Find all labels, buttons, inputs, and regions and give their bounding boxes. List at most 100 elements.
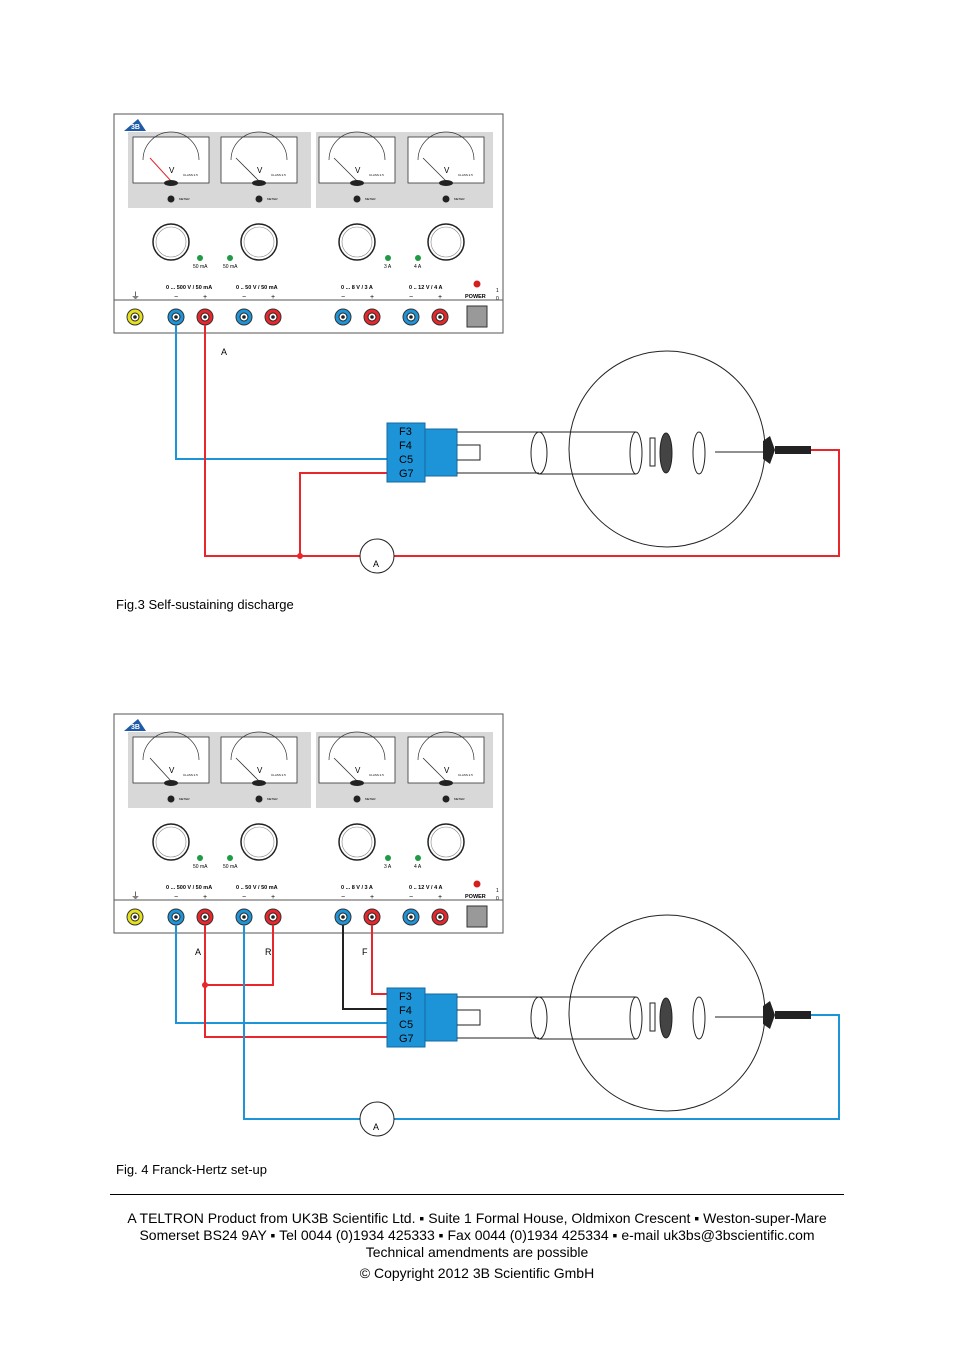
socket-ch3-plus[interactable]	[363, 908, 381, 926]
fig4-caption: Fig. 4 Franck-Hertz set-up	[116, 1162, 267, 1177]
svg-text:METER: METER	[454, 797, 465, 801]
socket-ch2-plus[interactable]	[264, 308, 282, 326]
socket-ch2-plus[interactable]	[264, 908, 282, 926]
fig4-diagram: 3B V CLASS 2.5 METER V CLASS 2.5 METER	[113, 713, 840, 1137]
socket-ch4-plus[interactable]	[431, 308, 449, 326]
power-switch[interactable]	[466, 305, 488, 328]
svg-text:3 A: 3 A	[384, 864, 392, 870]
franck-hertz-tube: F3 F4 C5 G7	[386, 350, 811, 548]
ground-socket[interactable]	[126, 908, 144, 926]
wire-blue-1	[175, 925, 387, 1024]
voltmeter-2: V CLASS 2.5 METER	[220, 731, 298, 803]
wire-red-1	[204, 325, 360, 557]
channel-label-1: 0 ... 500 V / 50 mA	[166, 885, 212, 891]
wire-red-2	[205, 925, 274, 986]
socket-ch4-minus[interactable]	[402, 308, 420, 326]
knob-3[interactable]	[338, 823, 376, 861]
ground-socket[interactable]	[126, 308, 144, 326]
socket-ch1-plus[interactable]	[196, 908, 214, 926]
svg-text:F3: F3	[399, 991, 412, 1003]
svg-text:C5: C5	[399, 454, 413, 466]
socket-ch4-minus[interactable]	[402, 908, 420, 926]
svg-text:F4: F4	[399, 1005, 412, 1017]
svg-text:V: V	[257, 166, 263, 175]
knob-3[interactable]	[338, 223, 376, 261]
socket-ch3-minus[interactable]	[334, 908, 352, 926]
svg-text:CLASS 2.5: CLASS 2.5	[271, 773, 286, 777]
svg-text:METER: METER	[179, 197, 190, 201]
socket-ch3-plus[interactable]	[363, 308, 381, 326]
knob-1[interactable]	[152, 223, 190, 261]
svg-text:METER: METER	[267, 797, 278, 801]
power-supply: 3B V CLASS 2.5 METER V CLASS 2.5 METER	[113, 113, 504, 334]
svg-text:METER: METER	[454, 197, 465, 201]
knob-4[interactable]	[427, 823, 465, 861]
svg-text:METER: METER	[365, 197, 376, 201]
svg-text:V: V	[355, 766, 361, 775]
power-led	[473, 280, 481, 288]
socket-ch3-minus[interactable]	[334, 308, 352, 326]
svg-text:G7: G7	[399, 468, 414, 480]
svg-text:+: +	[271, 294, 275, 301]
voltmeter-3: V CLASS 2.5 METER	[318, 731, 396, 803]
wire-red-3	[394, 449, 840, 557]
power-switch[interactable]	[466, 905, 488, 928]
ground-symbol: ⏚	[131, 291, 140, 301]
fig3-diagram: 3B V CLASS 2.5 METER V CLASS 2.5 METER	[113, 113, 840, 574]
svg-text:G7: G7	[399, 1033, 414, 1045]
knob-1[interactable]	[152, 823, 190, 861]
power-label: POWER	[465, 294, 486, 300]
channel-label-4: 0 .. 12 V / 4 A	[409, 885, 442, 891]
junction-node	[297, 553, 303, 559]
svg-text:50 mA: 50 mA	[223, 864, 238, 870]
svg-text:CLASS 2.5: CLASS 2.5	[183, 773, 198, 777]
channel-label-1: 0 ... 500 V / 50 mA	[166, 285, 212, 291]
junction-node	[202, 982, 208, 988]
socket-ch2-minus[interactable]	[235, 308, 253, 326]
socket-ch4-plus[interactable]	[431, 908, 449, 926]
led-2: 50 mA	[223, 255, 238, 270]
svg-text:0: 0	[496, 896, 499, 902]
svg-text:3 A: 3 A	[384, 264, 392, 270]
socket-ch1-minus[interactable]	[167, 308, 185, 326]
svg-text:A: A	[373, 559, 379, 569]
svg-text:V: V	[169, 166, 175, 175]
channel-label-3: 0 ... 8 V / 3 A	[341, 885, 373, 891]
knob-2[interactable]	[240, 223, 278, 261]
wire-blue-2	[243, 925, 360, 1120]
wire-blue-3	[394, 1014, 840, 1120]
led-1: 50 mA	[193, 255, 208, 270]
channel-label-2: 0 .. 50 V / 50 mA	[236, 285, 278, 291]
svg-text:4 A: 4 A	[414, 264, 422, 270]
svg-text:−: −	[341, 894, 345, 901]
svg-text:F4: F4	[399, 440, 412, 452]
socket-ch1-plus[interactable]	[196, 308, 214, 326]
socket-ch1-minus[interactable]	[167, 908, 185, 926]
led-3: 3 A	[384, 855, 392, 870]
wire-label-a: A	[221, 347, 227, 357]
svg-text:V: V	[444, 166, 450, 175]
svg-text:CLASS 2.5: CLASS 2.5	[271, 173, 286, 177]
wire-label-f: F	[362, 947, 368, 957]
svg-text:−: −	[242, 894, 246, 901]
knob-2[interactable]	[240, 823, 278, 861]
power-label: POWER	[465, 894, 486, 900]
wire-red-2	[299, 472, 387, 556]
svg-text:+: +	[203, 294, 207, 301]
svg-text:A: A	[373, 1122, 379, 1132]
voltmeter-1: V CLASS 2.5 METER	[132, 131, 210, 203]
ground-symbol: ⏚	[131, 891, 140, 901]
svg-text:−: −	[409, 294, 413, 301]
svg-text:+: +	[370, 294, 374, 301]
logo-text: 3B	[131, 724, 140, 731]
wire-label-a: A	[195, 947, 201, 957]
svg-text:4 A: 4 A	[414, 864, 422, 870]
knob-4[interactable]	[427, 223, 465, 261]
svg-text:METER: METER	[365, 797, 376, 801]
svg-text:−: −	[242, 294, 246, 301]
led-1: 50 mA	[193, 855, 208, 870]
svg-text:METER: METER	[267, 197, 278, 201]
led-3: 3 A	[384, 255, 392, 270]
socket-ch2-minus[interactable]	[235, 908, 253, 926]
svg-text:V: V	[444, 766, 450, 775]
